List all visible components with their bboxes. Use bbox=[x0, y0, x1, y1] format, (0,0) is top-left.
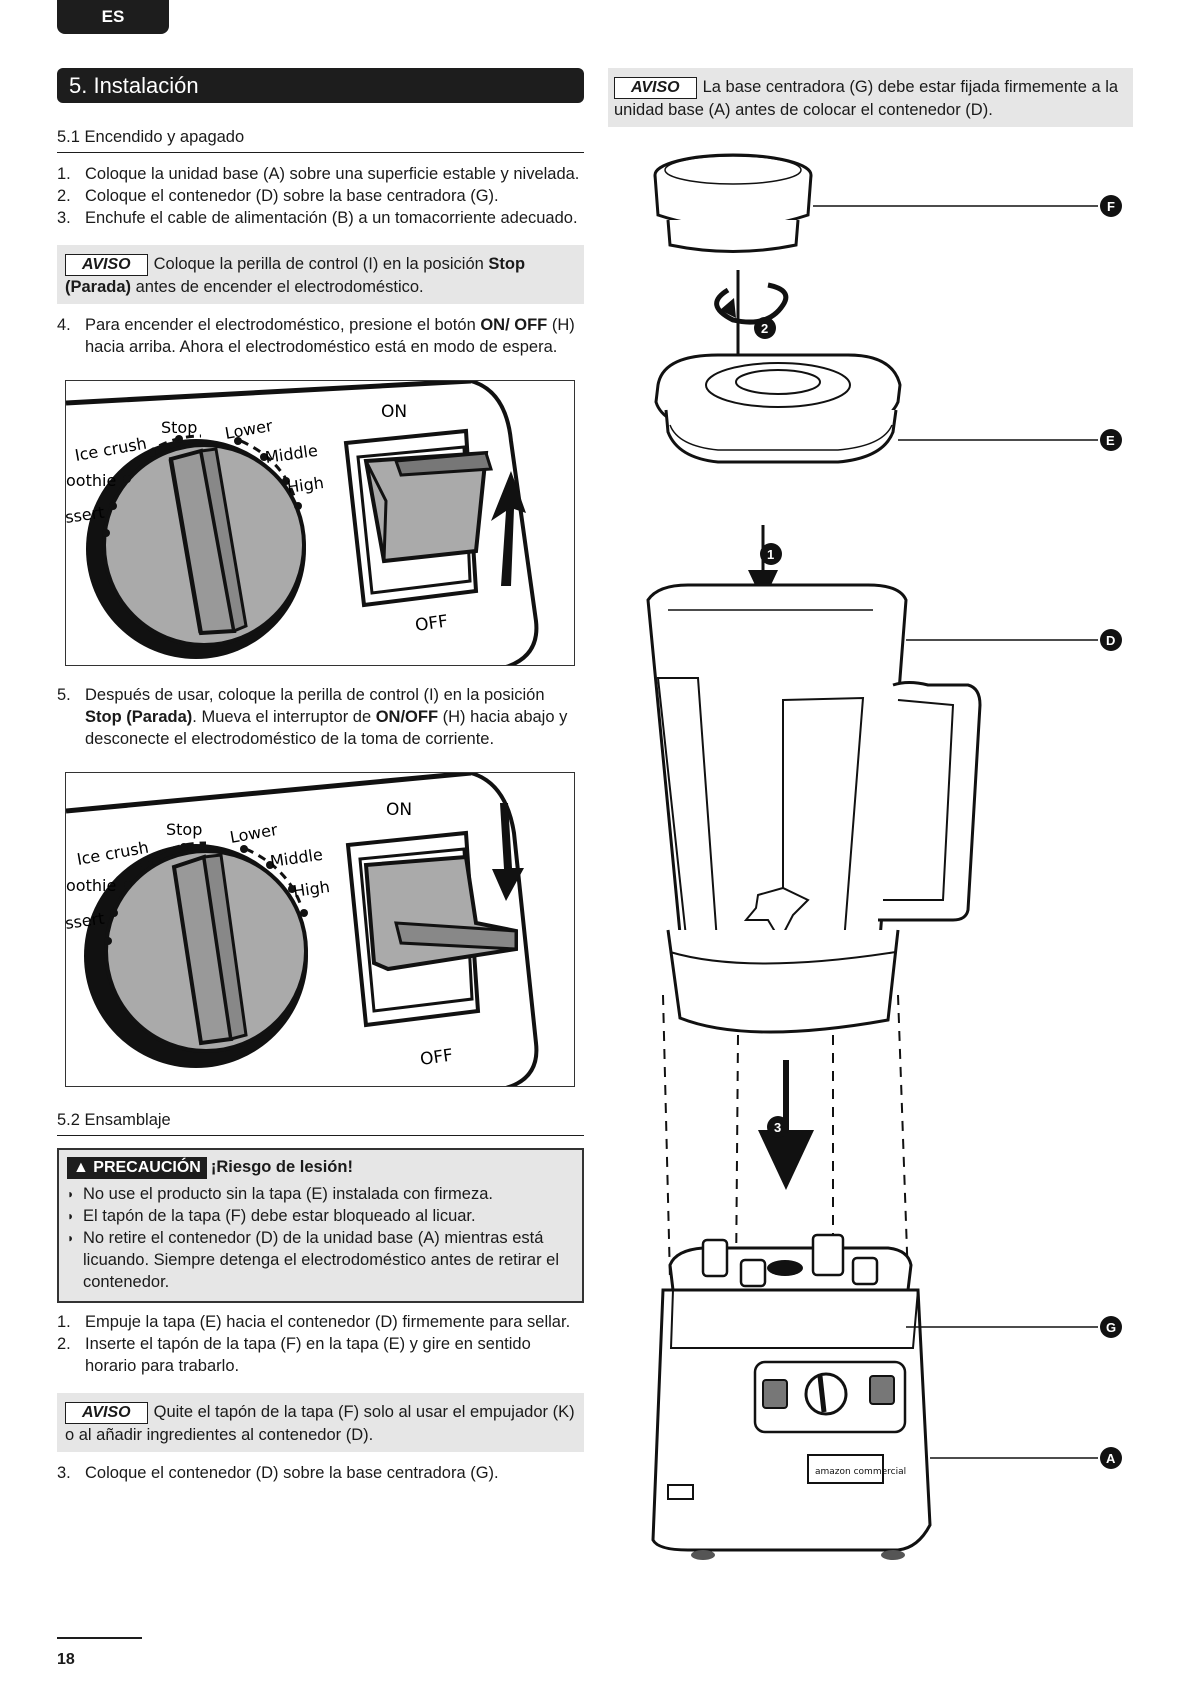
svg-text:F: F bbox=[1107, 199, 1115, 214]
page-number: 18 bbox=[57, 1651, 75, 1668]
switch-label-off: OFF bbox=[414, 612, 449, 636]
list-item: 1.Empuje la tapa (E) hacia el contenedor… bbox=[57, 1313, 571, 1331]
brand-logo-text: amazon commercial bbox=[815, 1467, 906, 1477]
list-item: ◗No use el producto sin la tapa (E) inst… bbox=[67, 1185, 493, 1203]
bullet-icon: ◗ bbox=[67, 1187, 75, 1201]
list-item: ◗No retire el contenedor (D) de la unida… bbox=[67, 1229, 560, 1291]
control-panel-figure-off: Stop Lower Middle High Ice crush oothie … bbox=[65, 772, 575, 1087]
caution-tag: ▲ PRECAUCIÓN bbox=[67, 1157, 207, 1179]
dial-label-high: High bbox=[286, 473, 325, 497]
steps-list-assembly: 1.Empuje la tapa (E) hacia el contenedor… bbox=[57, 1311, 584, 1377]
list-item: 5.Después de usar, coloque la perilla de… bbox=[57, 686, 568, 748]
control-panel-figure-on: Stop Lower Middle High Ice crush oothie … bbox=[65, 380, 575, 666]
list-item: 4.Para encender el electrodoméstico, pre… bbox=[57, 316, 575, 356]
part-label-d: D bbox=[1100, 629, 1122, 651]
svg-text:3: 3 bbox=[774, 1120, 781, 1135]
dial-label-stop: Stop bbox=[166, 820, 202, 839]
bullet-icon: ◗ bbox=[67, 1231, 75, 1245]
dial-label-high: High bbox=[292, 877, 331, 901]
dial-label-middle: Middle bbox=[269, 845, 324, 871]
left-column: 5. Instalación 5.1 Encendido y apagado 1… bbox=[57, 68, 584, 1484]
container-illustration bbox=[646, 583, 982, 1034]
switch-label-on: ON bbox=[386, 800, 412, 820]
svg-text:1: 1 bbox=[767, 547, 774, 562]
list-item: 2.Inserte el tapón de la tapa (F) en la … bbox=[57, 1335, 531, 1375]
subheading-assembly: 5.2 Ensamblaje bbox=[57, 1109, 584, 1136]
part-label-e: E bbox=[1100, 429, 1122, 451]
svg-text:G: G bbox=[1106, 1320, 1116, 1335]
dial-label-smoothie: oothie bbox=[66, 471, 116, 490]
blender-assembly-diagram: amazon commercial F E D G A bbox=[608, 140, 1133, 1580]
list-item: 1.Coloque la unidad base (A) sobre una s… bbox=[57, 165, 580, 183]
footer-rule bbox=[57, 1637, 142, 1639]
list-item: 3.Enchufe el cable de alimentación (B) a… bbox=[57, 209, 578, 227]
switch-label-off: OFF bbox=[419, 1046, 454, 1070]
step-marker-3: 3 bbox=[767, 1116, 789, 1138]
svg-text:D: D bbox=[1106, 633, 1115, 648]
part-label-a: A bbox=[1100, 1447, 1122, 1469]
dial-label-middle: Middle bbox=[264, 441, 319, 467]
svg-text:A: A bbox=[1106, 1451, 1116, 1466]
notice-tag: AVISO bbox=[65, 1402, 148, 1424]
switch-label-on: ON bbox=[381, 402, 407, 422]
dial-label-lower: Lower bbox=[228, 820, 279, 847]
base-unit-illustration: amazon commercial bbox=[651, 1233, 932, 1560]
dial-label-smoothie: oothie bbox=[66, 876, 116, 895]
caution-box: ▲ PRECAUCIÓN¡Riesgo de lesión! ◗No use e… bbox=[57, 1148, 584, 1303]
step-marker-2: 2 bbox=[754, 317, 776, 339]
svg-text:E: E bbox=[1106, 433, 1115, 448]
bullet-icon: ◗ bbox=[67, 1209, 75, 1223]
dial-label-stop: Stop bbox=[161, 418, 197, 437]
list-item: ◗El tapón de la tapa (F) debe estar bloq… bbox=[67, 1207, 476, 1225]
lid-illustration bbox=[654, 353, 902, 464]
section-title: 5. Instalación bbox=[57, 68, 584, 103]
caution-title: ¡Riesgo de lesión! bbox=[210, 1158, 353, 1176]
steps-list-on-off: 1.Coloque la unidad base (A) sobre una s… bbox=[57, 163, 584, 229]
steps-list-off: 5.Después de usar, coloque la perilla de… bbox=[57, 684, 584, 750]
notice-tag: AVISO bbox=[614, 77, 697, 99]
svg-text:2: 2 bbox=[761, 321, 768, 336]
lid-cap-illustration bbox=[653, 153, 813, 253]
language-tab: ES bbox=[57, 0, 169, 34]
notice-tag: AVISO bbox=[65, 254, 148, 276]
part-label-g: G bbox=[1100, 1316, 1122, 1338]
list-item: 2.Coloque el contenedor (D) sobre la bas… bbox=[57, 187, 499, 205]
steps-list-on: 4.Para encender el electrodoméstico, pre… bbox=[57, 314, 584, 358]
steps-list-assembly-final: 3.Coloque el contenedor (D) sobre la bas… bbox=[57, 1462, 584, 1484]
dial-label-lower: Lower bbox=[223, 416, 274, 443]
part-label-f: F bbox=[1100, 195, 1122, 217]
warning-icon: ▲ bbox=[73, 1159, 94, 1176]
subheading-on-off: 5.1 Encendido y apagado bbox=[57, 126, 584, 153]
list-item: 3.Coloque el contenedor (D) sobre la bas… bbox=[57, 1464, 499, 1482]
step-marker-1: 1 bbox=[760, 543, 782, 565]
